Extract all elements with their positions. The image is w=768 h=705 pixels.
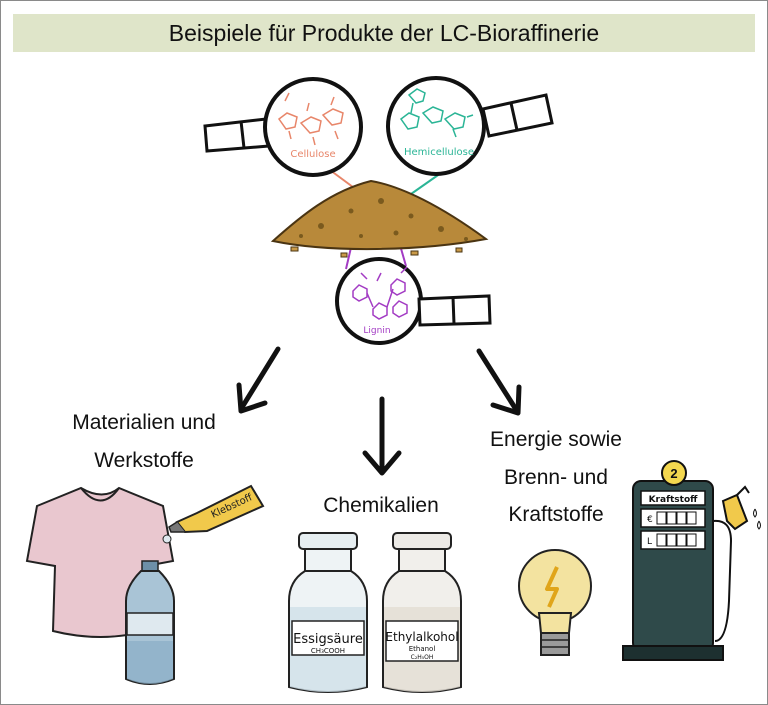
arrow-to-energy <box>476 348 522 416</box>
cellulose-label: Cellulose <box>290 149 335 160</box>
energy-label-line2: Brenn- und <box>504 465 608 489</box>
biomass-pile <box>270 179 489 258</box>
energy-category: Energie sowie Brenn- und Kraftstoffe <box>471 423 641 532</box>
lignin-label: Lignin <box>363 326 390 336</box>
title-banner: Beispiele für Produkte der LC-Bioraffine… <box>13 14 755 52</box>
lignin-magnifier <box>335 257 492 345</box>
materials-category: Materialien und Werkstoffe <box>49 406 239 477</box>
fuel-pump-illustration: 2 Kraftstoff € L <box>622 460 761 661</box>
plastic-bottle-illustration <box>125 560 175 685</box>
pump-display-liter: L <box>647 537 652 547</box>
arrow-to-chemicals <box>362 396 402 476</box>
cellulose-magnifier <box>203 77 363 177</box>
pump-display-currency: € <box>647 515 653 525</box>
hemicellulose-label: Hemicellulose <box>404 147 474 158</box>
bottle1-formula: CH₃COOH <box>311 647 345 655</box>
chemicals-label: Chemikalien <box>323 494 439 517</box>
bottle2-label: Ethylalkohol <box>385 630 458 644</box>
chemicals-category: Chemikalien <box>301 489 461 523</box>
energy-label-line3: Kraftstoffe <box>508 503 604 527</box>
bottle-acetic-acid: Essigsäure CH₃COOH <box>288 532 368 693</box>
hemicellulose-magnifier <box>386 76 554 176</box>
materials-label-line1: Materialien und <box>72 411 216 434</box>
glue-tube-illustration: Klebstoff <box>162 484 265 544</box>
pump-number: 2 <box>670 466 677 481</box>
bottle2-sub: Ethanol <box>409 645 436 653</box>
bottle2-formula: C₂H₅OH <box>411 654 434 661</box>
page-title: Beispiele für Produkte der LC-Bioraffine… <box>168 19 600 46</box>
pump-label: Kraftstoff <box>649 495 699 505</box>
materials-label-line2: Werkstoffe <box>94 448 194 472</box>
lightbulb-illustration <box>518 549 592 656</box>
arrow-to-materials <box>236 346 281 414</box>
energy-label-line1: Energie sowie <box>490 428 622 451</box>
bottle1-label: Essigsäure <box>293 632 363 647</box>
bottle-ethanol: Ethylalkohol Ethanol C₂H₅OH <box>382 532 462 693</box>
